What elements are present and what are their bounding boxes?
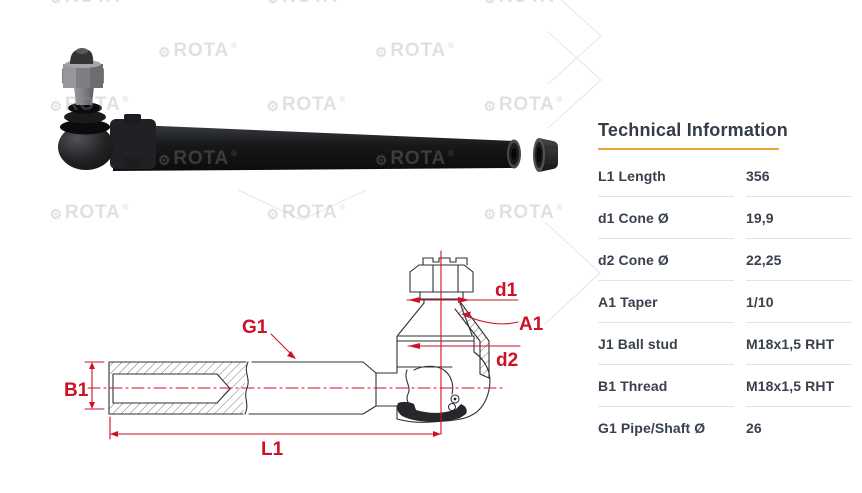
dimension-label-d2: d2: [496, 350, 518, 371]
nut-facet-light: [63, 64, 76, 88]
spec-value: 22,25: [746, 239, 852, 281]
tube-section-hatch: [109, 303, 489, 414]
clamp-tab-top: [124, 114, 141, 124]
loose-hex-nut: [533, 138, 558, 172]
spec-label: d2 Cone Ø: [598, 239, 734, 281]
stud-cap-top: [76, 48, 88, 54]
dimension-lines: [84, 250, 521, 440]
spec-label: J1 Ball stud: [598, 323, 734, 365]
spec-value: 356: [746, 155, 852, 197]
dimension-label-g1: G1: [242, 317, 268, 338]
spec-column-gap: [734, 407, 746, 449]
nut-facet-dark: [90, 64, 103, 88]
spec-label: B1 Thread: [598, 365, 734, 407]
spec-row-g1-pipe-shaft: G1 Pipe/Shaft Ø 26: [598, 407, 852, 449]
boot-ring-lower: [60, 119, 110, 135]
technical-info-panel: Technical Information L1 Length 356 d1 C…: [598, 120, 852, 449]
stud-cap: [70, 50, 94, 64]
spec-value: 1/10: [746, 281, 852, 323]
chevron-watermarks: [237, 0, 603, 325]
rod-end-bore: [511, 148, 517, 160]
rod: [113, 124, 515, 171]
spec-row-j1-ball-stud: J1 Ball stud M18x1,5 RHT: [598, 323, 852, 365]
product-photo: [58, 48, 558, 172]
ball-joint-housing: [58, 124, 114, 170]
boot-ring-upper: [68, 102, 102, 114]
technical-info-title: Technical Information: [598, 120, 788, 140]
spec-column-gap: [734, 239, 746, 281]
spec-value: 19,9: [746, 197, 852, 239]
clamp-tab-bottom: [124, 157, 141, 168]
spec-row-b1-thread: B1 Thread M18x1,5 RHT: [598, 365, 852, 407]
spec-column-gap: [734, 323, 746, 365]
spec-label: L1 Length: [598, 155, 734, 197]
spec-row-d2-cone: d2 Cone Ø 22,25: [598, 239, 852, 281]
spec-column-gap: [734, 365, 746, 407]
spec-column-gap: [734, 281, 746, 323]
ball-stud: [74, 86, 94, 105]
spec-column-gap: [734, 197, 746, 239]
spec-row-l1-length: L1 Length 356: [598, 155, 852, 197]
dimension-label-a1: A1: [519, 314, 544, 335]
tube-outline: [108, 361, 398, 415]
technical-drawing: G1 B1 L1 d1 A1 d2: [64, 250, 544, 460]
title-accent-underline: [598, 148, 779, 150]
dimension-label-b1: B1: [64, 380, 89, 401]
ball-joint-section: [396, 257, 491, 423]
spec-label: A1 Taper: [598, 281, 734, 323]
boot-ring-middle: [64, 110, 106, 124]
dimension-label-d1: d1: [495, 280, 518, 301]
spec-value: 26: [746, 420, 762, 436]
spec-table: L1 Length 356 d1 Cone Ø 19,9 d2 Cone Ø 2…: [598, 155, 852, 449]
rod-collar: [110, 119, 156, 169]
spec-label: d1 Cone Ø: [598, 197, 734, 239]
spec-value: M18x1,5 RHT: [746, 365, 852, 407]
spec-row-a1-taper: A1 Taper 1/10: [598, 281, 852, 323]
spec-column-gap: [734, 155, 746, 197]
bottom-plate: [397, 401, 467, 422]
spec-value: M18x1,5 RHT: [746, 323, 852, 365]
spec-row-d1-cone: d1 Cone Ø 19,9: [598, 197, 852, 239]
dimension-label-l1: L1: [261, 439, 284, 460]
spec-label: G1 Pipe/Shaft Ø: [598, 420, 706, 436]
